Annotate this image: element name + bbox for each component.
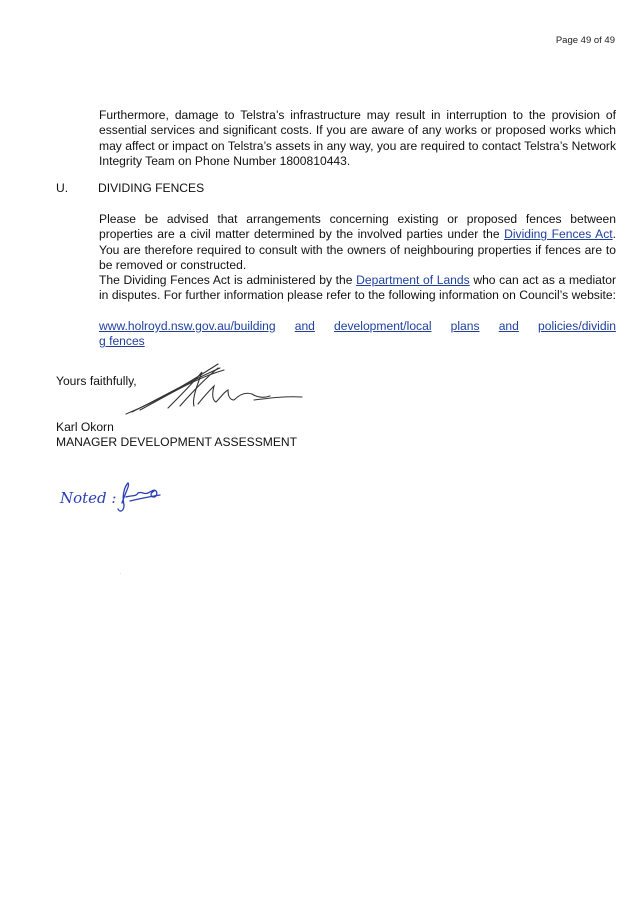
url-line-2: g fences	[99, 334, 145, 349]
department-of-lands-link[interactable]: Department of Lands	[356, 273, 470, 287]
url-part: development/local	[334, 319, 432, 333]
url-part: and	[294, 319, 315, 333]
section-title: DIVIDING FENCES	[98, 181, 205, 195]
telstra-paragraph: Furthermore, damage to Telstra’s infrast…	[99, 108, 616, 168]
para1-text-before: Please be advised that arrangements conc…	[99, 212, 616, 242]
scan-speck	[120, 573, 121, 574]
url-line-1: www.holroyd.nsw.gov.au/building and deve…	[99, 319, 616, 334]
council-website-link[interactable]: www.holroyd.nsw.gov.au/building and deve…	[99, 319, 616, 350]
dividing-fences-act-link[interactable]: Dividing Fences Act	[504, 227, 613, 242]
handwritten-note-text: Noted :	[59, 489, 116, 507]
section-letter: U.	[56, 181, 69, 195]
handwritten-note: Noted :	[59, 482, 161, 512]
signatory-title: MANAGER DEVELOPMENT ASSESSMENT	[56, 435, 298, 449]
url-part: plans	[450, 319, 480, 333]
para2-text-after: who can act as a mediator in disputes. F…	[99, 273, 616, 303]
dividing-fences-paragraph: Please be advised that arrangements conc…	[99, 212, 616, 273]
url-part: www.holroyd.nsw.gov.au/building	[99, 319, 276, 333]
section-heading: U. DIVIDING FENCES	[56, 181, 204, 195]
url-part: and	[498, 319, 519, 333]
department-of-lands-paragraph: The Dividing Fences Act is administered …	[99, 273, 616, 304]
para1-text-after: . You are therefore required to consult …	[99, 227, 616, 272]
salutation: Yours faithfully,	[56, 374, 137, 388]
url-part: policies/dividin	[538, 319, 616, 333]
signature-image	[125, 363, 303, 415]
page-number: Page 49 of 49	[555, 35, 615, 46]
signatory-name: Karl Okorn	[56, 420, 114, 434]
para2-text-before: The Dividing Fences Act is administered …	[99, 273, 357, 287]
